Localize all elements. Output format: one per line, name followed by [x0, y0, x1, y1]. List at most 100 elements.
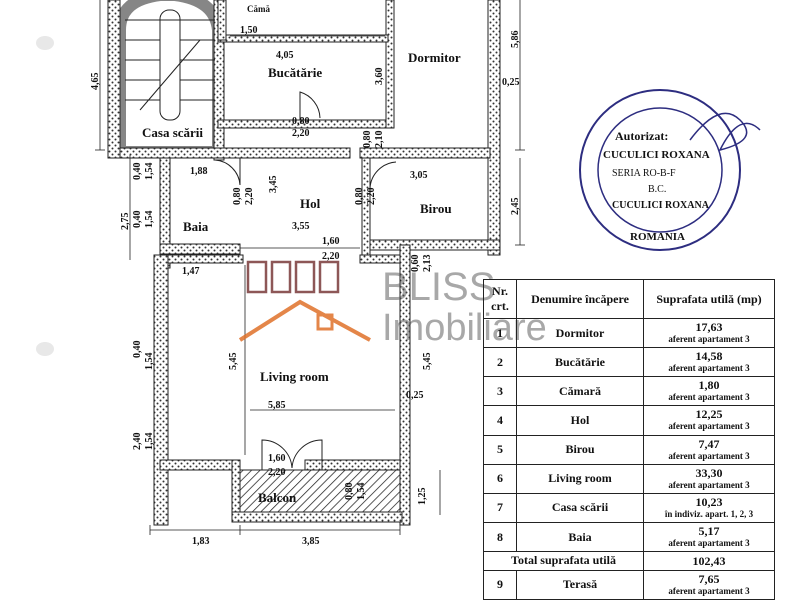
- dimension-label: 1,54: [356, 483, 367, 501]
- row-nr: 8: [483, 521, 517, 553]
- row-name: Living room: [516, 463, 644, 494]
- stamp-line: Autorizat:: [615, 129, 668, 143]
- stamp-line: SERIA RO-B-F: [612, 168, 676, 179]
- dimension-label: 1,54: [144, 353, 155, 371]
- row-value: 7,47: [698, 436, 720, 451]
- room-bucatarie: Bucătărie: [268, 65, 322, 80]
- stamp-bottom: ROMANIA: [630, 231, 685, 243]
- header-nr: Nr. crt.: [483, 279, 517, 319]
- stamp-line: CUCULICI ROXANA: [603, 149, 710, 161]
- room-baia: Baia: [183, 219, 209, 234]
- dimension-label: 3,55: [292, 221, 310, 232]
- room-dormitor: Dormitor: [408, 50, 461, 65]
- dimension-label: 2,10: [374, 131, 385, 149]
- dimension-label: 0,80: [344, 483, 355, 501]
- row-note: aferent apartament 3: [668, 421, 750, 432]
- dimension-label: 2,20: [292, 128, 310, 139]
- dimension-label: 2,40: [132, 433, 143, 451]
- dimension-label: 1,54: [144, 163, 155, 181]
- dimension-label: 4,65: [90, 73, 101, 91]
- row-value: 5,17: [698, 524, 720, 539]
- row-nr: 9: [483, 569, 517, 600]
- row-note: aferent apartament 3: [668, 392, 750, 403]
- dimension-label: 2,75: [120, 213, 131, 231]
- room-hol: Hol: [300, 196, 321, 211]
- dimension-label: 1,88: [190, 166, 208, 177]
- dimension-label: 2,20: [366, 188, 377, 206]
- dimension-label: 1,50: [240, 25, 258, 36]
- dimension-label: 0,25: [406, 390, 424, 401]
- punch-hole: [36, 36, 54, 50]
- table-total-row: Total suprafata utilă 102,43: [483, 551, 775, 571]
- row-nr: 7: [483, 492, 517, 523]
- row-nr: 4: [483, 405, 517, 436]
- official-stamp: Autorizat: CUCULICI ROXANA SERIA RO-B-F …: [579, 89, 761, 251]
- walls: [107, 0, 501, 526]
- dimension-label: 1,25: [417, 488, 428, 506]
- table-header: Nr. crt. Denumire încăpere Suprafata uti…: [483, 279, 775, 319]
- header-name: Denumire încăpere: [516, 279, 644, 319]
- stamp-line: CUCULICI ROXANA: [612, 200, 710, 211]
- dimension-label: 5,86: [510, 31, 521, 49]
- dimension-label: 1,47: [182, 266, 200, 277]
- doors: [214, 91, 397, 470]
- row-note: aferent apartament 3: [668, 585, 750, 596]
- room-living: Living room: [260, 369, 329, 384]
- area-table: Nr. crt. Denumire încăpere Suprafata uti…: [483, 279, 775, 600]
- dimension-label: 3,05: [410, 170, 428, 181]
- header-area: Suprafata utilă (mp): [643, 279, 775, 319]
- dimension-label: 3,45: [268, 176, 279, 194]
- row-note: aferent apartament 3: [668, 479, 750, 490]
- dimension-lines: [95, 0, 525, 535]
- row-value: 10,23: [695, 494, 723, 509]
- dimension-label: 2,20: [268, 467, 286, 478]
- row-note: în indiviz. apart. 1, 2, 3: [664, 508, 754, 519]
- stairs: [125, 19, 215, 111]
- row-value: 14,58: [695, 349, 723, 364]
- dimension-label: 3,85: [302, 536, 320, 547]
- total-label: Total suprafata utilă: [483, 551, 644, 571]
- dimension-label: 1,83: [192, 536, 210, 547]
- dimension-label: 0,80: [232, 188, 243, 206]
- row-name: Hol: [516, 405, 644, 436]
- total-value: 102,43: [643, 551, 775, 571]
- row-nr: 3: [483, 376, 517, 407]
- dimension-label: 1,60: [322, 236, 340, 247]
- row-note: aferent apartament 3: [668, 538, 750, 549]
- stamp-line: B.C.: [648, 184, 666, 195]
- row-name: Terasă: [516, 569, 644, 600]
- row-value: 1,80: [698, 378, 720, 393]
- row-note: aferent apartament 3: [668, 363, 750, 374]
- row-name: Birou: [516, 434, 644, 465]
- dimension-label: 0,40: [132, 211, 143, 229]
- dimension-label: 2,20: [244, 188, 255, 206]
- dimension-label: 1,54: [144, 211, 155, 229]
- dimension-label: 4,05: [276, 50, 294, 61]
- dimension-label: 2,20: [322, 251, 340, 262]
- dimension-labels: 1,50 4,05 3,60 5,86 0,25 4,65 0,80 2,20 …: [90, 25, 521, 547]
- dimension-label: 3,60: [374, 68, 385, 86]
- dimension-label: 0,60: [410, 255, 421, 273]
- room-casa-scarii: Casa scării: [142, 125, 203, 140]
- row-name: Bucătărie: [516, 347, 644, 378]
- room-camara: Cămă: [247, 4, 270, 14]
- row-nr: 6: [483, 463, 517, 494]
- row-nr: 1: [483, 317, 517, 349]
- row-name: Cămară: [516, 376, 644, 407]
- dimension-label: 0,80: [362, 131, 373, 149]
- dimension-label: 0,40: [132, 341, 143, 359]
